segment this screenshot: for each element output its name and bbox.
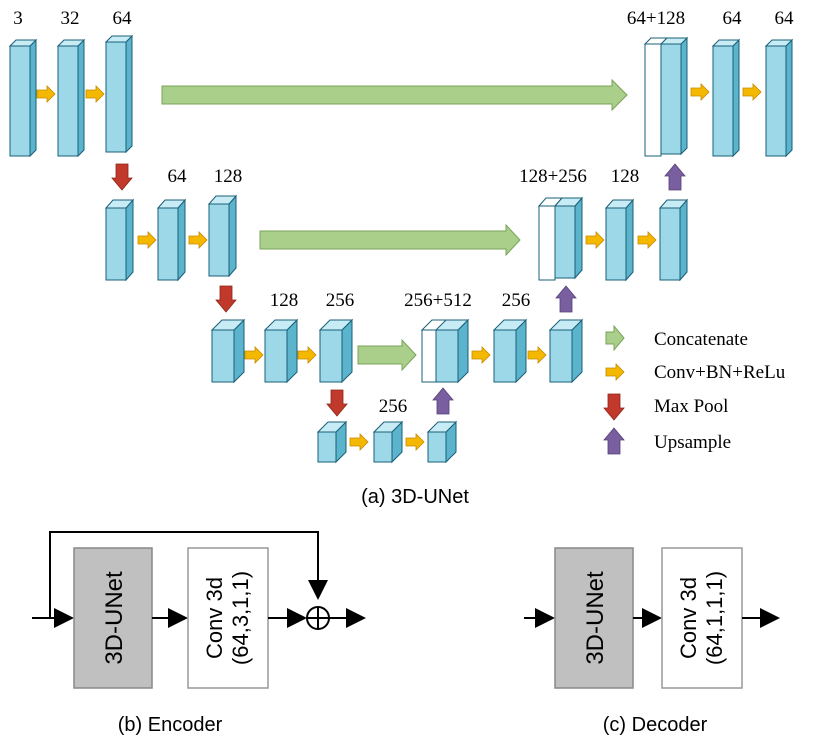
feature-block: [660, 37, 688, 155]
feature-block: [427, 421, 457, 463]
conv-arrow-icon: [471, 346, 491, 364]
maxpool-arrow-icon: [326, 389, 348, 417]
conv-arrow-icon: [605, 363, 625, 381]
feature-block: [105, 35, 133, 153]
feature-block: [554, 197, 583, 279]
conv-box-label-1: Conv 3d: [676, 577, 701, 659]
feature-block: [157, 199, 186, 281]
concat-arrow-icon: [357, 338, 417, 372]
legend-conv: Conv+BN+ReLu: [654, 362, 786, 383]
maxpool-arrow-icon: [603, 393, 625, 421]
conv-arrow-icon: [690, 83, 710, 101]
conv-arrow-icon: [742, 83, 762, 101]
channel-label: 64: [113, 8, 133, 29]
caption-c: (c) Decoder: [603, 714, 708, 736]
unet-box-label: 3D-UNet: [101, 571, 128, 665]
channel-label: 32: [61, 8, 80, 29]
conv-box-label-2: (64,1,1,1): [702, 571, 727, 665]
channel-label: 256: [379, 396, 408, 417]
legend-upsample: Upsample: [654, 432, 731, 453]
unet-box: [73, 547, 153, 689]
channel-label: 256: [326, 290, 355, 311]
legend: Concatenate Conv+BN+ReLu Max Pool Upsamp…: [603, 324, 786, 455]
conv-box-label-2: (64,3,1,1): [228, 571, 253, 665]
feature-block: [493, 319, 527, 383]
concat-arrow-icon: [161, 78, 628, 112]
feature-block: [57, 39, 85, 157]
conv-box: [661, 547, 743, 689]
feature-block: [211, 319, 245, 383]
conv-arrow-icon: [137, 231, 157, 249]
channel-label: 128: [214, 166, 243, 187]
upsample-arrow-icon: [603, 427, 625, 455]
conv-box-label-1: Conv 3d: [202, 577, 227, 659]
feature-block: [317, 421, 347, 463]
feature-block: [208, 195, 237, 277]
unet-panel: 3 32 64 64+128 64 64 64 128 128+: [9, 8, 795, 508]
caption-a: (a) 3D-UNet: [361, 486, 469, 508]
feature-block: [435, 319, 469, 383]
legend-maxpool: Max Pool: [654, 396, 728, 417]
upsample-arrow-icon: [432, 387, 454, 415]
conv-arrow-icon: [637, 231, 657, 249]
feature-block: [712, 39, 740, 157]
feature-block: [9, 39, 37, 157]
conv-arrow-icon: [36, 85, 56, 103]
channel-label: 64+128: [627, 8, 685, 29]
conv-arrow-icon: [405, 433, 425, 451]
channel-label: 3: [13, 8, 23, 29]
conv-arrow-icon: [585, 231, 605, 249]
conv-box: [187, 547, 269, 689]
conv-arrow-icon: [188, 231, 208, 249]
feature-block: [319, 319, 353, 383]
concat-arrow-icon: [259, 223, 521, 257]
feature-block: [659, 199, 688, 281]
feature-block: [549, 319, 583, 383]
legend-concatenate: Concatenate: [654, 329, 748, 350]
caption-b: (b) Encoder: [118, 714, 223, 736]
maxpool-arrow-icon: [111, 163, 133, 191]
upsample-arrow-icon: [664, 163, 686, 191]
channel-label: 64: [168, 166, 188, 187]
feature-block: [264, 319, 298, 383]
encoder-panel: 3D-UNet Conv 3d (64,3,1,1) (b) Encoder: [32, 531, 366, 736]
conv-arrow-icon: [244, 346, 264, 364]
channel-label: 128: [611, 166, 640, 187]
channel-label: 128+256: [519, 166, 587, 187]
conv-arrow-icon: [527, 346, 547, 364]
channel-label: 128: [270, 290, 299, 311]
upsample-arrow-icon: [555, 285, 577, 313]
channel-label: 64: [775, 8, 795, 29]
unet-box-label: 3D-UNet: [582, 571, 609, 665]
concat-arrow-icon: [605, 324, 625, 352]
decoder-panel: 3D-UNet Conv 3d (64,1,1,1) (c) Decoder: [524, 547, 780, 736]
feature-block: [105, 199, 134, 281]
channel-label: 256: [502, 290, 531, 311]
feature-block: [765, 39, 793, 157]
conv-arrow-icon: [297, 346, 317, 364]
add-icon: [306, 606, 330, 630]
channel-label: 64: [723, 8, 743, 29]
channel-label: 256+512: [404, 290, 472, 311]
conv-arrow-icon: [85, 85, 105, 103]
feature-block: [605, 199, 634, 281]
feature-block: [373, 421, 403, 463]
conv-arrow-icon: [349, 433, 369, 451]
maxpool-arrow-icon: [215, 285, 237, 313]
skip-connection: [49, 531, 328, 618]
